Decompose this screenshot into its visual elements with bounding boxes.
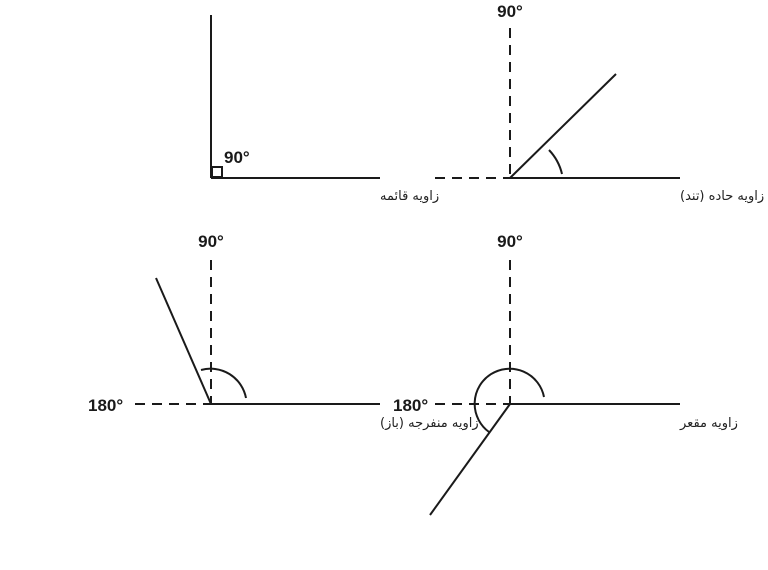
angle-arc [473,367,545,433]
straight-label: 180° [393,396,428,415]
degree-label: 90° [497,232,523,251]
acute-angle-figure: 90° زاویه حاده (تند) [435,2,764,204]
right-angle-figure: 90° زاویه قائمه [210,15,439,204]
caption: زاویه حاده (تند) [680,189,764,204]
angle-arc [200,367,247,399]
angle-arc [548,149,563,175]
degree-label: 90° [198,232,224,251]
caption: زاویه قائمه [380,189,439,204]
degree-label: 90° [224,148,250,167]
angled-ray [509,73,617,179]
straight-label: 180° [88,396,123,415]
reflex-angle-figure: 90° 180° زاویه مقعر [393,232,738,516]
caption: زاویه مقعر [679,416,738,431]
obtuse-angle-figure: 90° 180° زاویه منفرجه (باز) [88,232,479,431]
angled-ray [429,403,511,516]
angled-ray [155,277,212,405]
caption: زاویه منفرجه (باز) [380,416,479,431]
right-angle-marker [211,166,223,178]
degree-label: 90° [497,2,523,21]
